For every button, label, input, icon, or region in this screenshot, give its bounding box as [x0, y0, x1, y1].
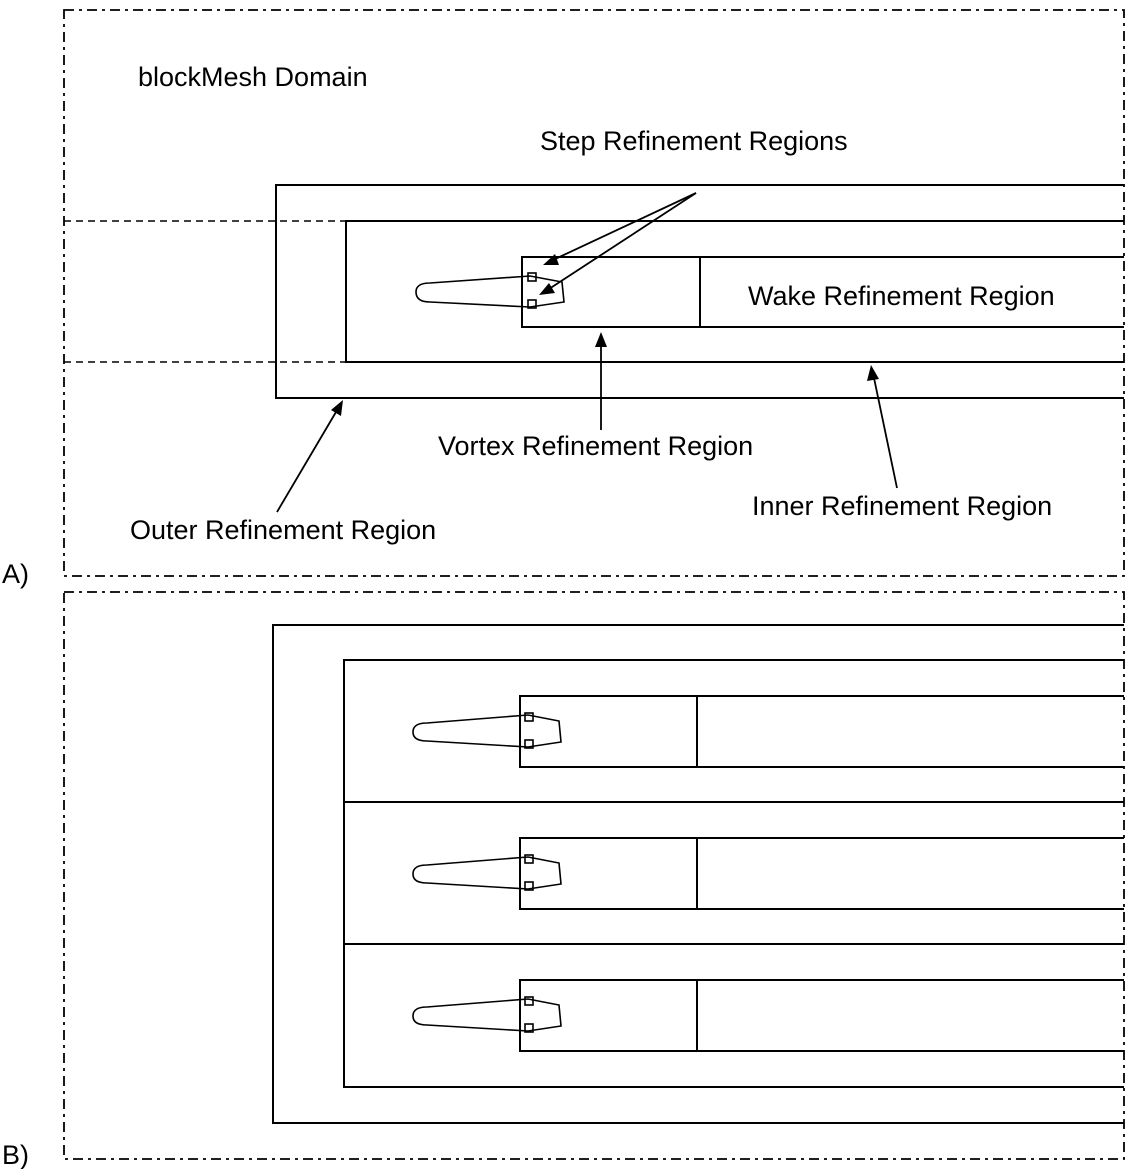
inner-refinement-region: [345, 220, 1124, 363]
inner-arrow-head: [867, 365, 879, 381]
blade-shape-b2: [412, 856, 562, 890]
outer-refinement-region-b: [272, 624, 1124, 1124]
vortex-refinement-region: [521, 256, 1124, 328]
outer-refinement-region: [275, 184, 1124, 399]
panel-b-tag: B): [2, 1140, 29, 1169]
step-refinement-box-1: [527, 272, 537, 282]
blade-shape-b3: [412, 998, 562, 1032]
blockmesh-domain-boundary-a: [63, 9, 1125, 577]
panel-b: B): [2, 591, 1125, 1169]
turbine-2: [412, 837, 1124, 910]
outer-arrow: [276, 411, 337, 513]
turbine-3: [412, 979, 1124, 1052]
step-arrow-1-head: [543, 254, 559, 265]
outer-arrow-head: [331, 400, 343, 416]
vortex-region-b2: [519, 837, 1124, 910]
step-box-b2-bottom: [524, 881, 534, 891]
blade-shape-a: [415, 275, 565, 308]
step-box-b3-bottom: [524, 1023, 534, 1033]
label-wake-refinement: Wake Refinement Region: [748, 281, 1055, 311]
label-inner-refinement: Inner Refinement Region: [752, 491, 1052, 521]
vortex-arrow-head: [595, 332, 607, 347]
step-box-b1-bottom: [524, 739, 534, 749]
panel-a: blockMesh Domain Step Refinement Regions…: [2, 9, 1125, 589]
step-box-b1-top: [524, 712, 534, 722]
label-blockmesh-domain: blockMesh Domain: [138, 62, 368, 92]
step-box-b3-top: [524, 996, 534, 1006]
blockmesh-domain-boundary-b: [63, 591, 1125, 1160]
step-refinement-box-2: [527, 299, 537, 309]
inner-refinement-region-b: [343, 659, 1124, 1088]
inner-arrow: [873, 377, 898, 489]
label-outer-refinement: Outer Refinement Region: [130, 515, 436, 545]
label-step-refinement: Step Refinement Regions: [540, 126, 848, 156]
vortex-region-b1: [519, 695, 1124, 768]
blade-shape-b1: [412, 714, 562, 748]
step-arrow-1: [552, 192, 697, 261]
step-arrow-2: [548, 192, 697, 290]
step-arrow-2-head: [539, 283, 555, 295]
turbine-1: [412, 695, 1124, 768]
label-vortex-refinement: Vortex Refinement Region: [438, 431, 753, 461]
vortex-region-b3: [519, 979, 1124, 1052]
panel-a-tag: A): [2, 559, 29, 589]
step-box-b2-top: [524, 854, 534, 864]
